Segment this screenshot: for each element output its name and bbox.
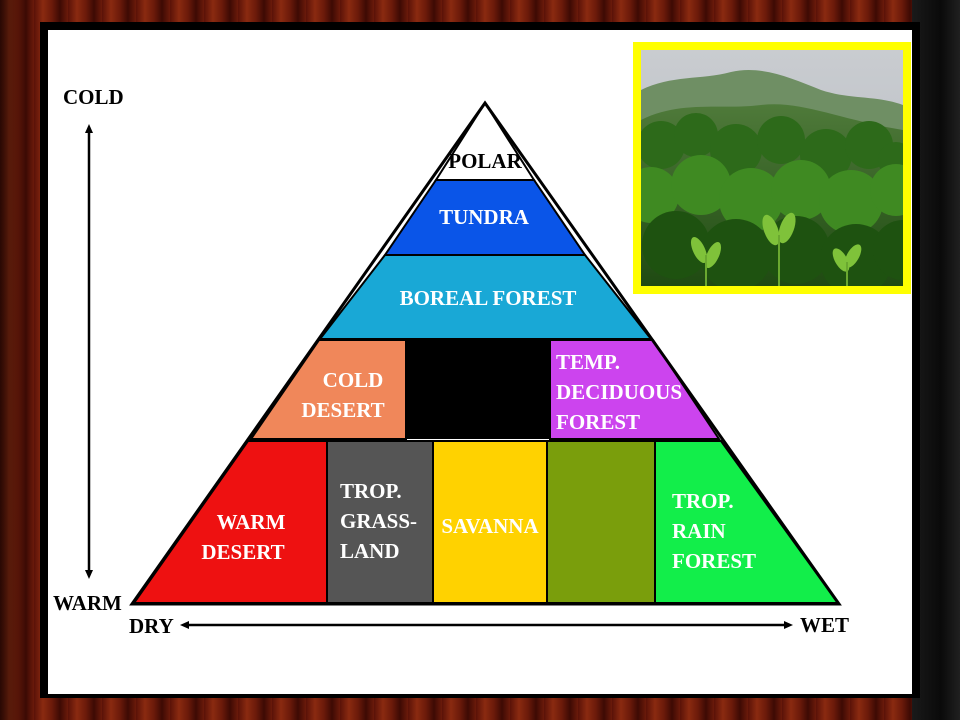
trop-grassland-label-line1: TROP. — [340, 479, 402, 503]
curtain-right-edge — [912, 0, 960, 720]
warm-axis-label: WARM — [53, 591, 122, 615]
wet-axis-label: WET — [800, 613, 849, 637]
cold-axis-label: COLD — [63, 85, 124, 109]
biome-pyramid-diagram: COLD WARM DRY WET POLAR TUNDRA BOREAL FO… — [53, 85, 849, 638]
diagram-panel: COLD WARM DRY WET POLAR TUNDRA BOREAL FO… — [48, 30, 912, 694]
temperate-deciduous-region — [549, 339, 721, 440]
unlabeled-olive-region — [546, 440, 656, 604]
savanna-region — [432, 440, 548, 604]
cold-desert-label-line1: COLD — [323, 368, 384, 392]
temp-deciduous-label-line2: DECIDUOUS — [556, 380, 682, 404]
tundra-label: TUNDRA — [439, 205, 530, 229]
trop-rain-forest-label-line2: RAIN — [672, 519, 726, 543]
unlabeled-black-region — [406, 340, 550, 439]
temp-deciduous-label-line1: TEMP. — [556, 350, 620, 374]
trop-grassland-label-line3: LAND — [340, 539, 400, 563]
temp-deciduous-label-line3: FOREST — [556, 410, 640, 434]
trop-grassland-label-line2: GRASS- — [340, 509, 417, 533]
trop-rain-forest-label-line3: FOREST — [672, 549, 756, 573]
rainforest-photo-art — [641, 50, 903, 286]
savanna-label: SAVANNA — [441, 514, 539, 538]
boreal-forest-label: BOREAL FOREST — [400, 286, 577, 310]
dry-axis-label: DRY — [129, 614, 174, 638]
warm-desert-label-line1: WARM — [217, 510, 286, 534]
warm-desert-label-line2: DESERT — [201, 540, 284, 564]
pyramid-outline — [129, 100, 842, 606]
slide: COLD WARM DRY WET POLAR TUNDRA BOREAL FO… — [40, 22, 920, 698]
photo-frame — [633, 42, 911, 294]
tropical-grassland-region — [326, 440, 434, 604]
trop-rain-forest-label-line1: TROP. — [672, 489, 734, 513]
polar-label: POLAR — [448, 149, 522, 173]
cold-desert-label-line2: DESERT — [301, 398, 384, 422]
rainforest-photo — [641, 50, 903, 286]
